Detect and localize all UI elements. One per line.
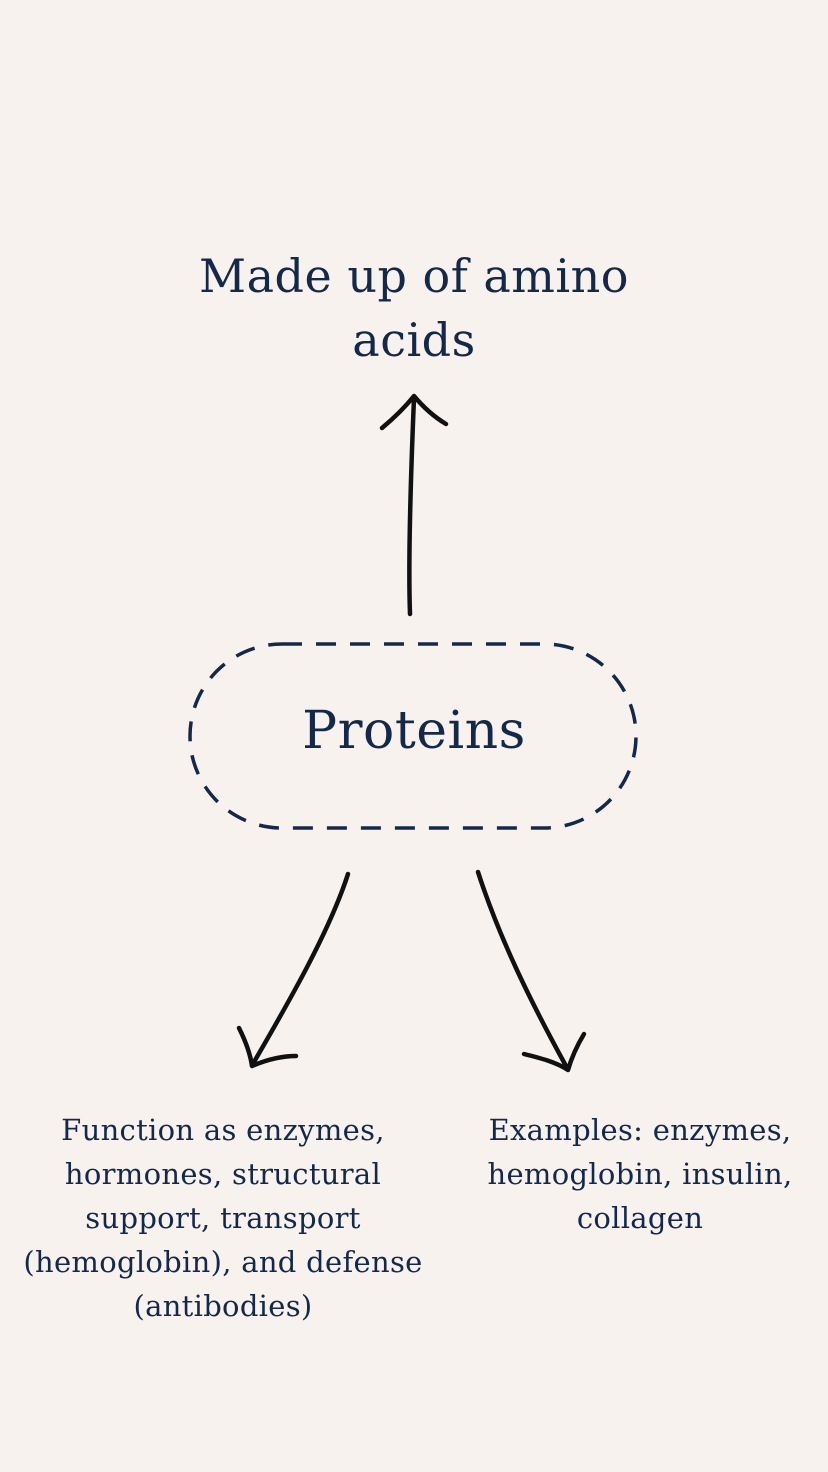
right-node-label: Examples: enzymes, hemoglobin, insulin, … (487, 1113, 793, 1235)
arrow-down-left-to-functions (236, 871, 351, 1069)
arrow-up-to-amino-acids (379, 393, 449, 617)
left-node-label: Function as enzymes, hormones, structura… (23, 1113, 423, 1323)
proteins-dashed-outline (188, 642, 638, 830)
top-node-label: Made up of amino acids (199, 249, 629, 367)
arrow-down-right-to-examples (475, 869, 587, 1073)
center-node-label: Proteins (302, 701, 526, 761)
